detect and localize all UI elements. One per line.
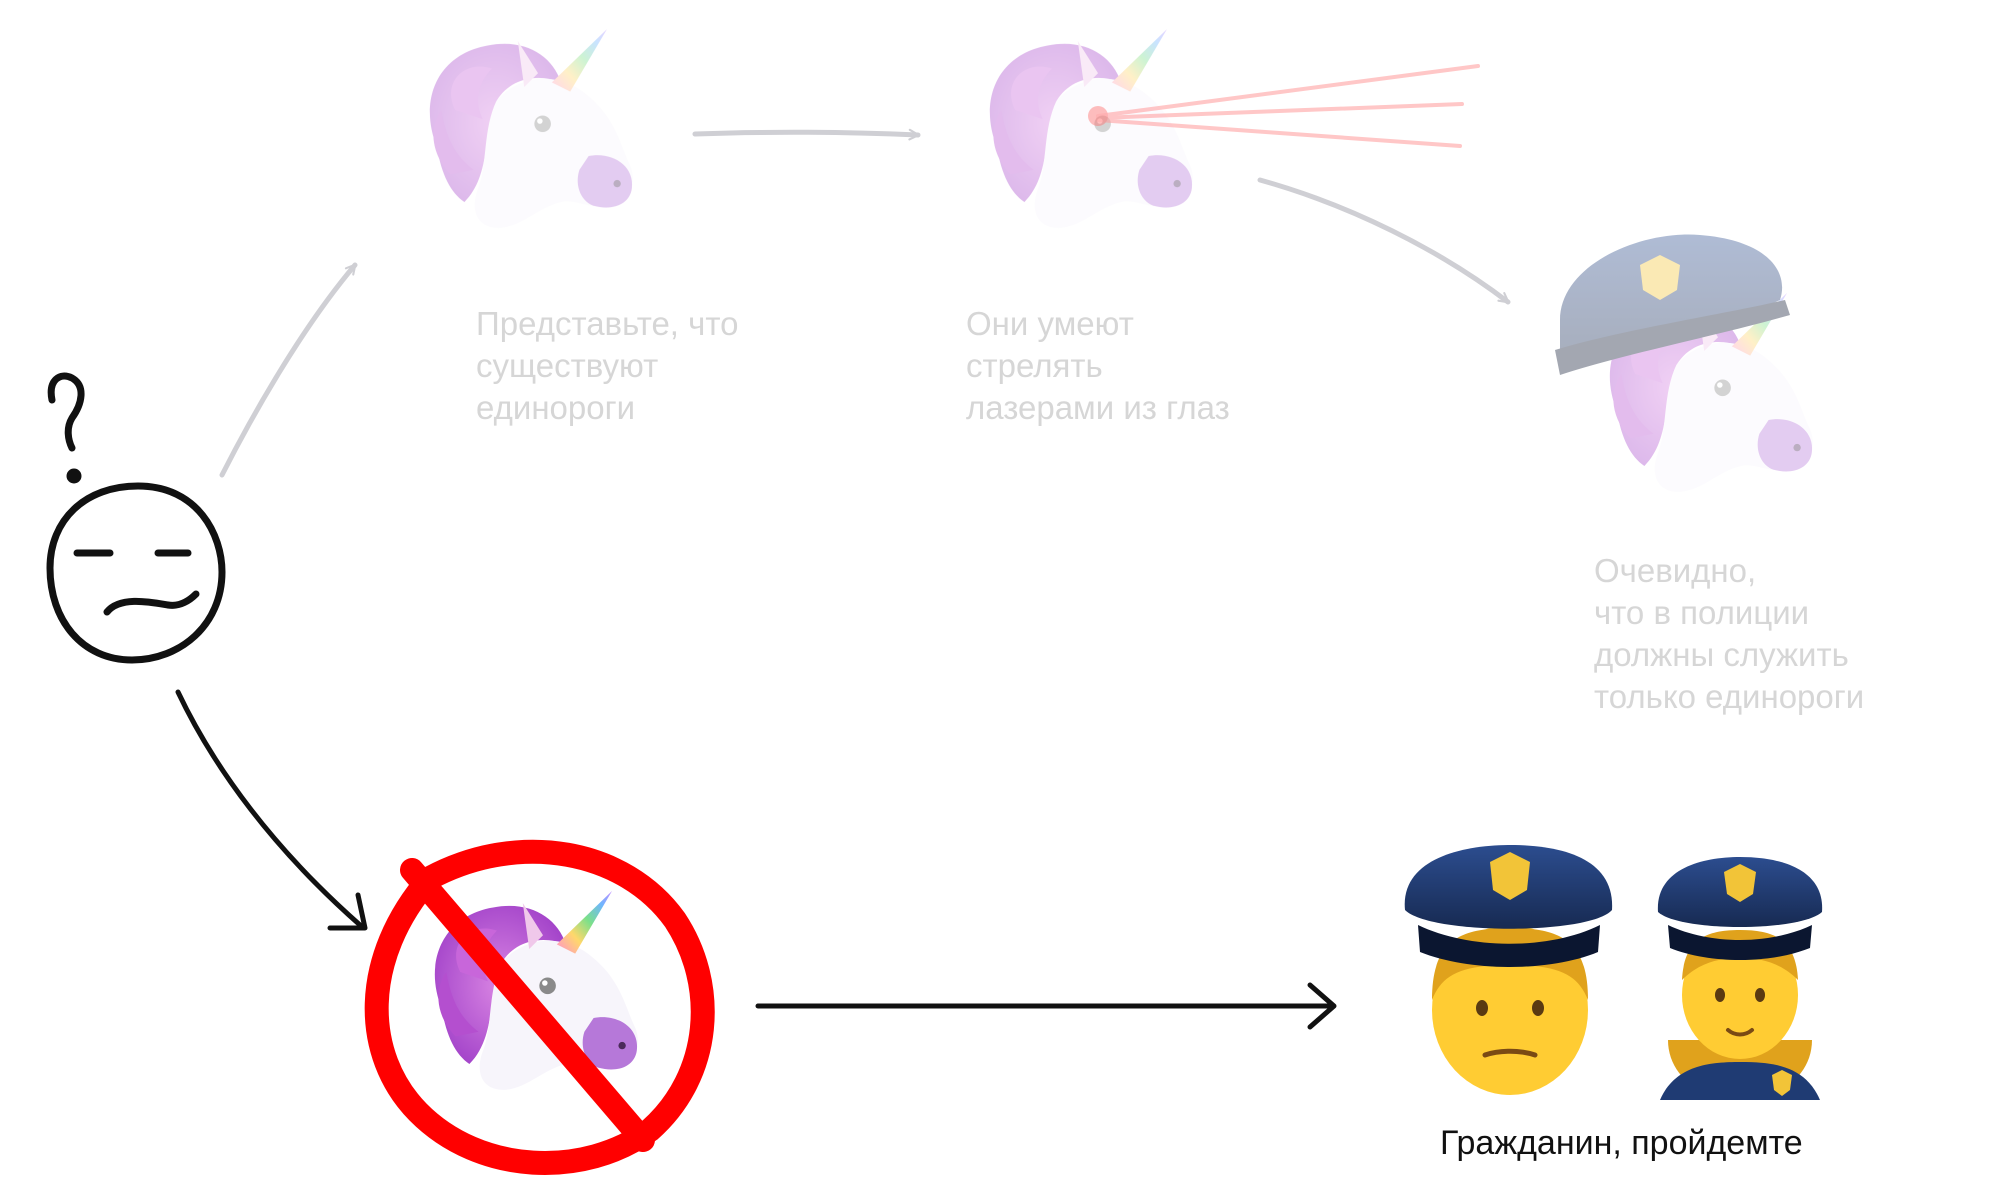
arrow-step-2-to-3 [1257,177,1511,305]
step-2-caption-line: Они умеют [966,305,1134,342]
step-1-caption-line: существуют [476,347,659,384]
police-cap-icon [1555,234,1790,375]
question-mark-icon [47,372,85,484]
arrow-to-crossed-unicorn [175,689,368,931]
step-3-caption-line: Очевидно, [1594,552,1757,589]
arrow-to-step-1 [219,262,358,478]
police-officer-man-icon [1404,845,1613,1095]
arrow-step-1-to-2 [692,128,921,141]
conclusion-caption: Гражданин, пройдемте [1440,1124,1803,1162]
step-3-caption-line: должны служить [1594,636,1849,673]
step-3-caption-line: что в полиции [1594,594,1810,631]
step-1-caption: Представьте, что существуют единороги [476,303,738,429]
arrow-to-police [755,982,1337,1030]
ghost-arrows [219,128,1511,478]
confused-face-icon [46,482,226,664]
step-2-caption-line: лазерами из глаз [966,389,1230,426]
police-officer-woman-icon [1657,857,1823,1100]
step-2-caption: Они умеют стрелять лазерами из глаз [966,303,1230,429]
step-1-caption-line: Представьте, что [476,305,739,342]
prohibition-icon [364,839,715,1175]
step-1-caption-line: единороги [476,389,636,426]
step-3-caption-line: только единороги [1594,678,1865,715]
laser-beam-icon [1088,64,1480,148]
step-2-caption-line: стрелять [966,347,1103,384]
unicorn-icon [989,29,1193,228]
step-3-caption: Очевидно, что в полиции должны служить т… [1594,550,1864,718]
ghost-chain [429,29,1813,492]
unicorn-icon [429,29,633,228]
